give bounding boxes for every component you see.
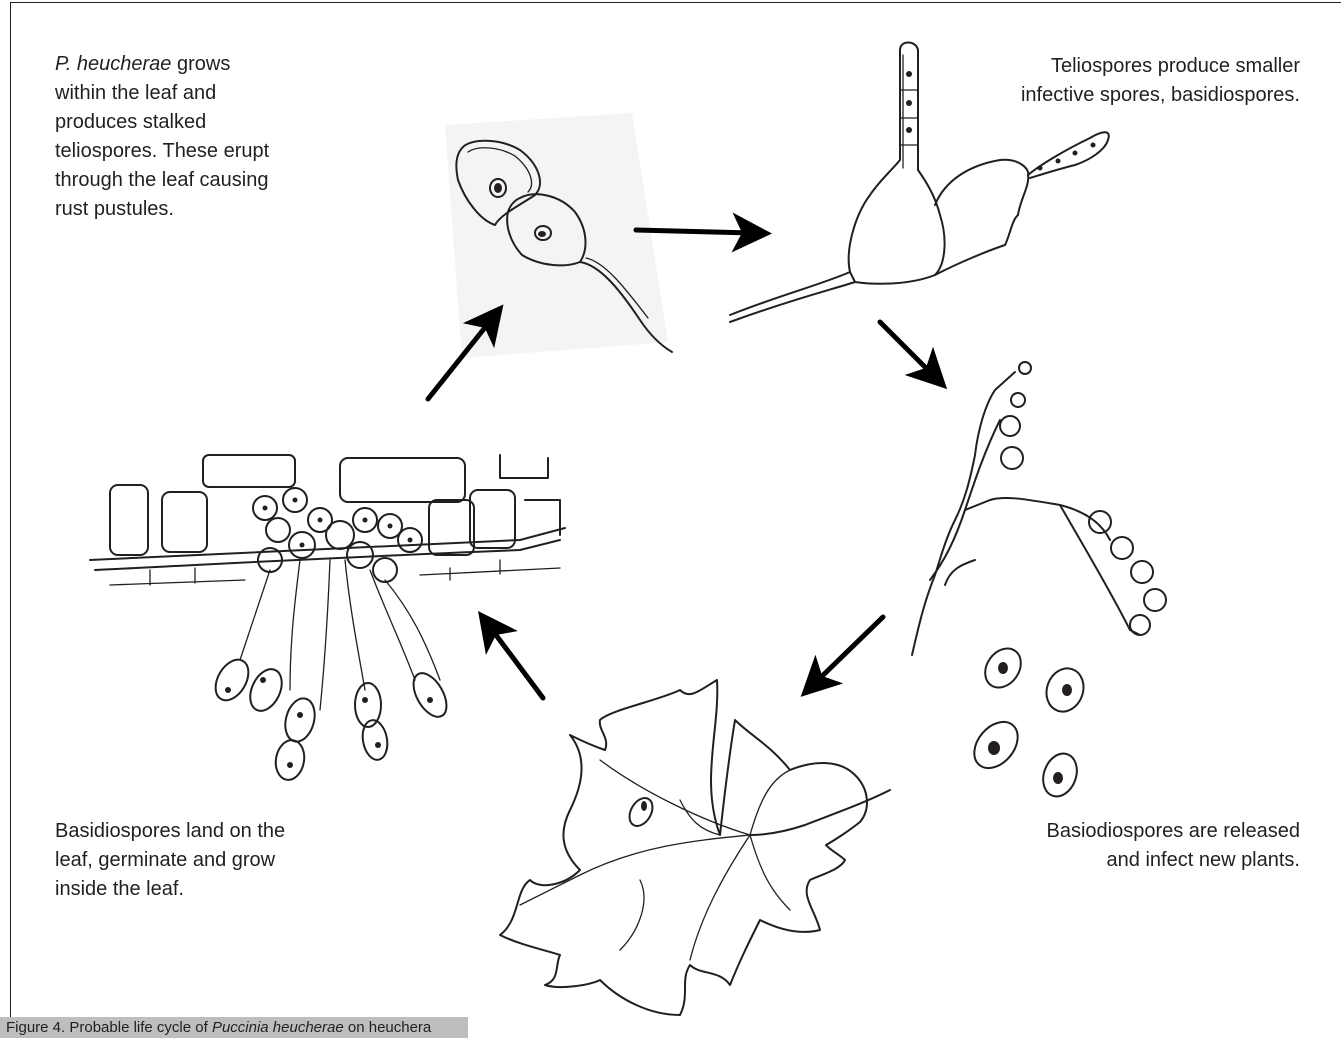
caption-suffix: on heuchera <box>344 1019 432 1036</box>
caption-prefix: Figure 4. Probable life cycle of <box>6 1019 212 1036</box>
step-text-release: Basiodiospores are released and infect n… <box>1030 817 1300 875</box>
arrow-cross-section-to-teliospore <box>428 320 491 399</box>
caption-species-italic: Puccinia heucherae <box>212 1019 344 1036</box>
figure-caption: Figure 4. Probable life cycle of Puccini… <box>0 1017 468 1038</box>
step-text-teliospore-growth-body: grows within the leaf and produces stalk… <box>55 53 269 220</box>
arrow-leaf-to-cross-section <box>490 627 543 698</box>
released-basidiospores-illustration <box>965 642 1089 802</box>
leaf-cross-section-illustration <box>90 455 565 782</box>
step-text-teliospore-growth: P. heucherae grows within the leaf and p… <box>55 50 285 224</box>
step-text-infection: Basidiospores land on the leaf, germinat… <box>55 817 315 904</box>
step-text-basidiospore-production: Teliospores produce smaller infective sp… <box>1010 52 1300 110</box>
arrow-germination-to-basidia <box>880 322 933 375</box>
heuchera-leaf-illustration <box>500 680 890 1015</box>
species-name-italic: P. heucherae <box>55 53 171 75</box>
arrow-release-to-leaf <box>815 617 883 683</box>
arrow-teliospore-to-germination <box>636 230 752 233</box>
basidia-illustration <box>912 362 1166 655</box>
teliospore-illustration <box>445 113 672 358</box>
